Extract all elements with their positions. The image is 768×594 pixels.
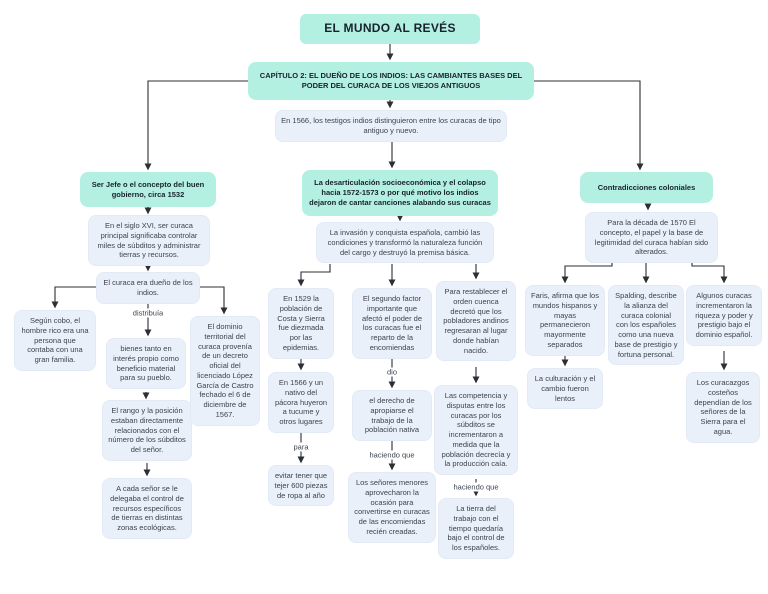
node-competencia: Las competencia y disputas entre los cur…: [434, 385, 518, 475]
map-title: EL MUNDO AL REVÉS: [300, 14, 480, 44]
node-huyeron: En 1566 y un nativo del pácora huyeron a…: [268, 372, 334, 433]
middle-section-header: La desarticulación socioeconómica y el c…: [302, 170, 498, 216]
node-epidemias: En 1529 la población de Costa y Sierra f…: [268, 288, 334, 359]
link-label-haciendo-que-2: haciendo que: [451, 482, 501, 492]
link-label-dio: dio: [384, 367, 400, 377]
node-algunos-curacas: Algunos curacas incrementaron la riqueza…: [686, 285, 762, 346]
node-tejer-ropa: evitar tener que tejer 600 piezas de rop…: [268, 465, 334, 507]
link-label-haciendo-que-1: haciendo que: [367, 450, 417, 460]
node-restablecer: Para restablecer el orden cuenca decretó…: [436, 281, 516, 362]
node-rango-posicion: El rango y la posición estaban directame…: [102, 400, 192, 461]
node-culturacion: La culturación y el cambio fueron lentos: [527, 368, 603, 410]
node-bienes: bienes tanto en interés propio como bene…: [106, 338, 186, 389]
chapter-node: CAPÍTULO 2: EL DUEÑO DE LOS INDIOS: LAS …: [248, 62, 534, 100]
node-faris: Faris, afirma que los mundos hispanos y …: [525, 285, 605, 356]
node-segun-cobo: Según cobo, el hombre rico era una perso…: [14, 310, 96, 371]
node-dominio-territorial: El dominio territorial del curaca proven…: [190, 316, 260, 426]
node-derecho: el derecho de apropiarse el trabajo de l…: [352, 390, 432, 441]
link-label-distribuia: distribuía: [130, 308, 166, 318]
node-invasion: La invasión y conquista española, cambió…: [316, 222, 494, 264]
right-section-header: Contradicciones coloniales: [580, 172, 713, 203]
node-decada-1570: Para la década de 1570 El concepto, el p…: [585, 212, 718, 263]
node-delegaba: A cada señor se le delegaba el control d…: [102, 478, 192, 539]
node-spalding: Spalding, describe la alianza del curaca…: [608, 285, 684, 366]
node-tierra-trabajo: La tierra del trabajo con el tiempo qued…: [438, 498, 514, 559]
node-siglo-xvi: En el siglo XVI, ser curaca principal si…: [88, 215, 210, 266]
link-label-para: para: [291, 442, 311, 452]
left-section-header: Ser Jefe o el concepto del buen gobierno…: [80, 172, 216, 207]
node-curaca-dueno: El curaca era dueño de los indios.: [96, 272, 200, 304]
node-senores-menores: Los señores menores aprovecharon la ocas…: [348, 472, 436, 543]
intro-node: En 1566, los testigos indios distinguier…: [275, 110, 507, 142]
node-curacazgos: Los curacazgos costeños dependían de los…: [686, 372, 760, 443]
node-segundo-factor: El segundo factor importante que afectó …: [352, 288, 432, 359]
